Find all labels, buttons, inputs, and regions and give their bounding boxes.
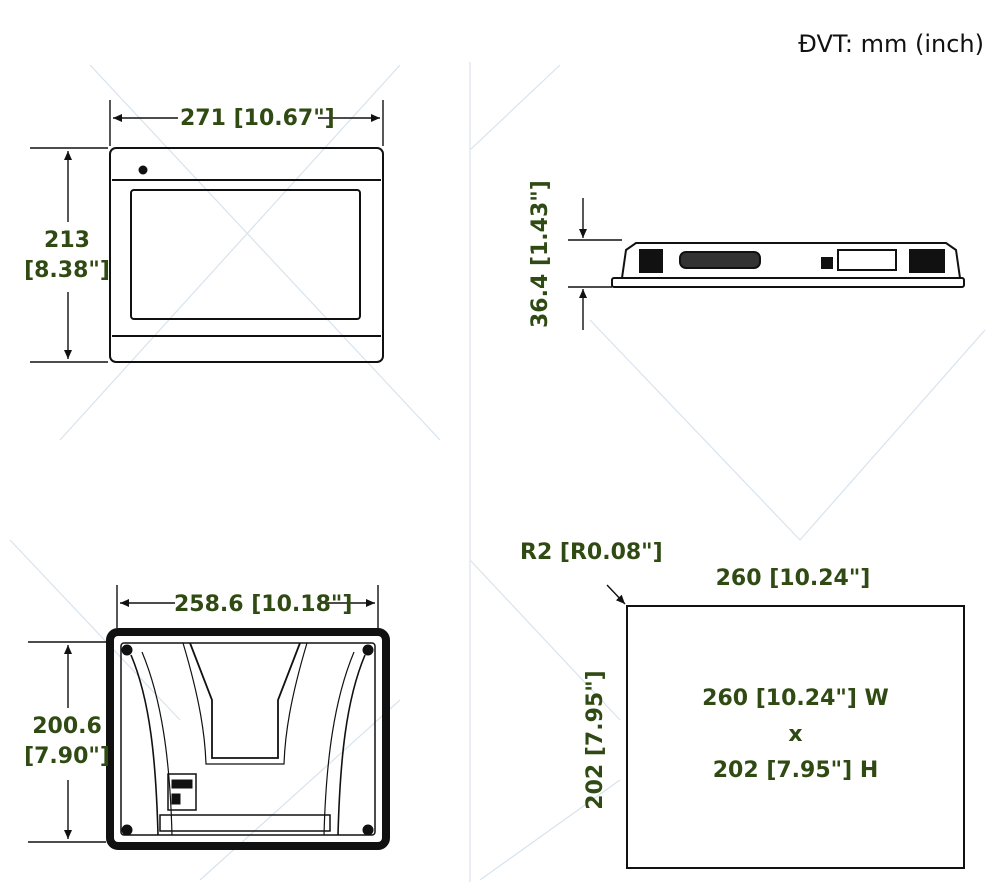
back-view [106,628,390,850]
back-screw-br [362,824,374,836]
side-bezel [611,277,965,288]
cutout-inner-height: 202 [7.95"] H [712,758,879,783]
back-screw-tr [362,644,374,656]
back-inner-frame [120,642,376,836]
back-bottom-strip [159,814,331,832]
side-port-left [639,249,663,273]
back-center-bracket [189,642,301,759]
back-frame [106,628,390,850]
cutout-rectangle [626,605,965,869]
back-rib-left [130,654,159,836]
side-view [611,242,965,288]
unit-label: ĐVT: mm (inch) [798,30,984,58]
front-width-label: 271 [10.67"] [180,106,335,131]
cutout-view [606,584,965,869]
back-width-label: 258.6 [10.18"] [174,592,353,617]
radius-leader [606,584,626,605]
back-screw-tl [121,644,133,656]
back-port-1 [171,779,193,789]
front-bezel [109,147,384,363]
side-port-right [909,249,945,273]
back-screw-bl [121,824,133,836]
side-dimension-lines [568,198,622,330]
back-port-2 [171,793,181,805]
back-rib-right [337,654,366,836]
side-connector-block [679,251,761,269]
front-view [109,147,384,363]
cutout-radius-label: R2 [R0.08"] [520,540,663,565]
back-dimension-lines [28,585,379,843]
front-dimension-lines [30,100,384,363]
cutout-inner-times: x [788,722,803,747]
side-mount [821,257,833,269]
cutout-width-label: 260 [10.24"] [715,566,871,591]
cutout-inner-width: 260 [10.24"] W [702,686,889,711]
back-height-inch: [7.90"] [24,744,110,769]
front-height-value: 213 [44,228,90,253]
front-screen [130,189,361,320]
front-sensor-dot [138,165,148,175]
side-depth-label: 36.4 [1.43"] [528,180,553,328]
front-height-inch: [8.38"] [24,258,110,283]
side-component [837,249,897,271]
back-port-block [167,773,197,811]
cutout-height-label: 202 [7.95"] [583,670,608,810]
side-housing [621,242,961,279]
back-height-value: 200.6 [32,714,102,739]
